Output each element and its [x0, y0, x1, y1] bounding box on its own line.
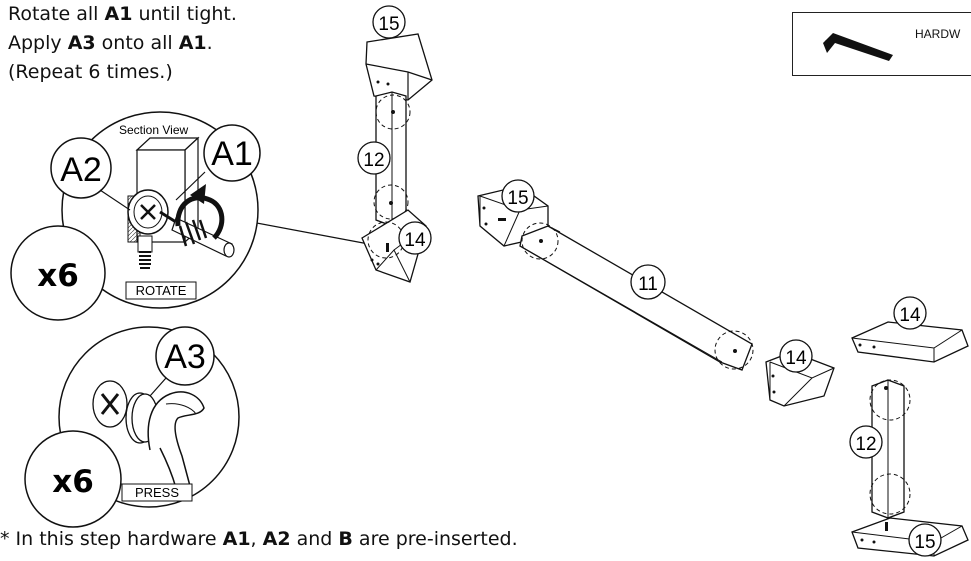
label-part-11: 11 — [638, 274, 658, 295]
part-12-right: 12 — [849, 379, 911, 519]
part-12-left: 12 — [357, 91, 411, 227]
label-part-15-top: 15 — [378, 14, 399, 35]
callout-a3: A3 — [164, 338, 206, 376]
cam-lock — [127, 189, 169, 235]
instructions: Rotate all A1 until tight. Apply A3 onto… — [8, 0, 237, 87]
part-15-top: 15 — [365, 5, 433, 101]
cam-face — [92, 380, 128, 428]
footnote: * In this step hardware A1, A2 and B are… — [0, 528, 518, 550]
label-part-15-mid: 15 — [507, 188, 528, 209]
allen-key-icon — [823, 33, 893, 61]
instruction-line-1: Rotate all A1 until tight. — [8, 3, 237, 25]
press-detail: A3 x6 PRESS — [24, 326, 240, 528]
cam-dowel — [137, 235, 153, 269]
part-14-left: 14 — [361, 209, 432, 283]
press-action-label: PRESS — [135, 485, 179, 500]
label-part-14-left: 14 — [404, 230, 426, 251]
label-part-15-bottom: 15 — [914, 532, 935, 553]
press-quantity: x6 — [52, 464, 94, 500]
instruction-line-3: (Repeat 6 times.) — [8, 61, 173, 83]
rotate-detail: Section View A1 A2 x6 ROTATE — [10, 111, 375, 321]
part-11-rail: 11 — [519, 222, 754, 371]
label-part-14-right: 14 — [899, 305, 921, 326]
instruction-line-2: Apply A3 onto all A1. — [8, 32, 213, 54]
hardware-label: HARDW D — [915, 27, 961, 41]
section-view-label: Section View — [119, 123, 188, 137]
part-14-right: 14 — [851, 296, 969, 363]
part-15-bottom: 15 — [851, 517, 969, 557]
hardware-box: HARDW D — [792, 12, 971, 76]
label-part-12-left: 12 — [363, 150, 384, 171]
part-14-mid: 14 — [765, 339, 835, 407]
label-part-14-mid: 14 — [785, 348, 807, 369]
callout-a2: A2 — [60, 151, 102, 189]
thumb-press-icon — [147, 391, 205, 489]
label-part-12-right: 12 — [855, 434, 876, 455]
rotate-arrow-icon — [175, 184, 225, 247]
rotate-quantity: x6 — [37, 258, 79, 294]
callout-a1: A1 — [211, 135, 253, 173]
rotate-action-label: ROTATE — [136, 283, 187, 298]
